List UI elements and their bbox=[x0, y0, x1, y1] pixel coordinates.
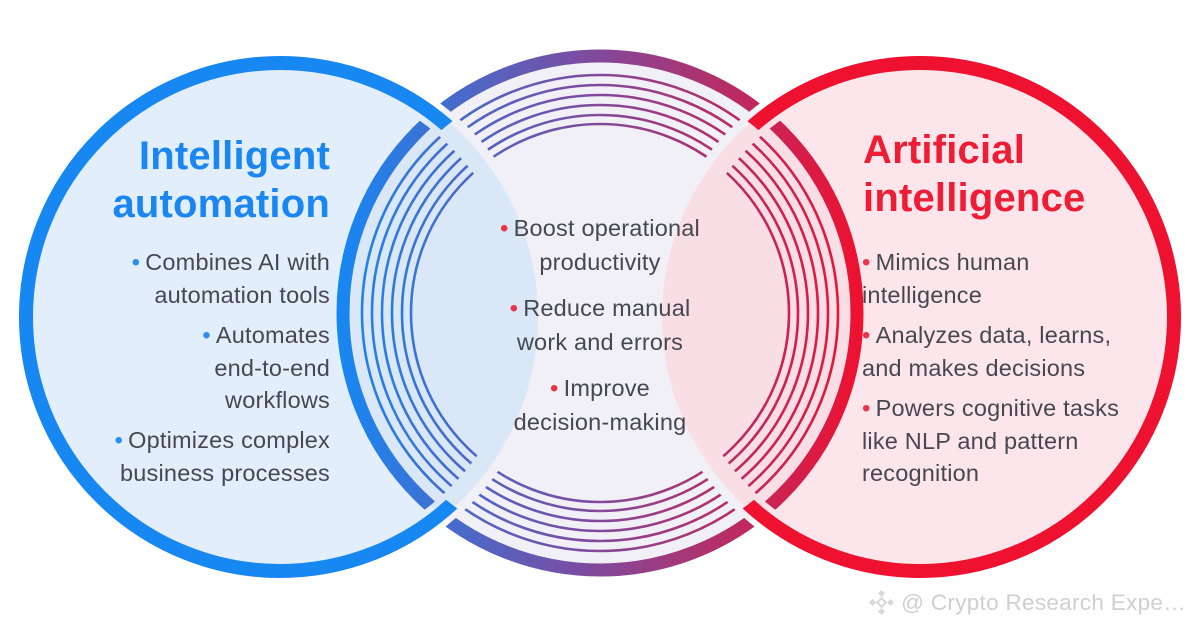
bullet-text: Mimics human intelligence bbox=[862, 249, 1030, 308]
bullet-dot: • bbox=[862, 322, 871, 349]
bullet-dot: • bbox=[862, 249, 871, 276]
bullet-text: Automates end-to-end workflows bbox=[214, 322, 330, 413]
list-item: •Optimizes complex business processes bbox=[20, 424, 330, 489]
bullet-dot: • bbox=[509, 295, 519, 322]
left-bullet-list: •Combines AI with automation tools •Auto… bbox=[20, 246, 330, 497]
list-item: •Analyzes data, learns, and makes decisi… bbox=[862, 319, 1178, 384]
list-item: •Powers cognitive tasks like NLP and pat… bbox=[862, 392, 1178, 489]
bullet-dot: • bbox=[114, 427, 124, 454]
bullet-dot: • bbox=[862, 395, 871, 422]
list-item: •Combines AI with automation tools bbox=[20, 246, 330, 311]
crypto-diamond-icon bbox=[869, 590, 895, 615]
bullet-dot: • bbox=[500, 215, 509, 242]
list-item: •Mimics human intelligence bbox=[862, 246, 1178, 311]
bullet-text: Powers cognitive tasks like NLP and patt… bbox=[862, 395, 1120, 486]
center-rings bbox=[336, 49, 864, 577]
right-circle-title: Artificial intelligence bbox=[863, 128, 1086, 220]
bullet-dot: • bbox=[202, 322, 211, 349]
center-bullet-list: •Boost operational productivity •Reduce … bbox=[430, 212, 770, 452]
bullet-text: Boost operational productivity bbox=[513, 215, 700, 275]
bullet-dot: • bbox=[550, 375, 559, 402]
list-item: •Automates end-to-end workflows bbox=[20, 319, 330, 416]
bullet-text: Improve decision-making bbox=[513, 375, 687, 435]
list-item: •Reduce manual work and errors bbox=[430, 292, 770, 358]
right-circle-border bbox=[659, 56, 1181, 578]
right-bullet-list: •Mimics human intelligence •Analyzes dat… bbox=[862, 246, 1178, 497]
list-item: •Boost operational productivity bbox=[430, 212, 770, 278]
list-item: •Improve decision-making bbox=[430, 372, 770, 438]
watermark-text: @ Crypto Research Expe… bbox=[901, 589, 1186, 615]
watermark: @ Crypto Research Expe… bbox=[868, 589, 1186, 616]
left-circle-border bbox=[19, 56, 541, 578]
center-outer-ring bbox=[336, 49, 864, 577]
bullet-text: Combines AI with automation tools bbox=[145, 249, 330, 308]
bullet-text: Optimizes complex business processes bbox=[120, 427, 330, 486]
bullet-dot: • bbox=[131, 249, 141, 276]
left-circle-title: Intelligent automation bbox=[112, 134, 330, 226]
bullet-text: Analyzes data, learns, and makes decisio… bbox=[862, 322, 1112, 381]
bullet-text: Reduce manual work and errors bbox=[516, 295, 691, 355]
